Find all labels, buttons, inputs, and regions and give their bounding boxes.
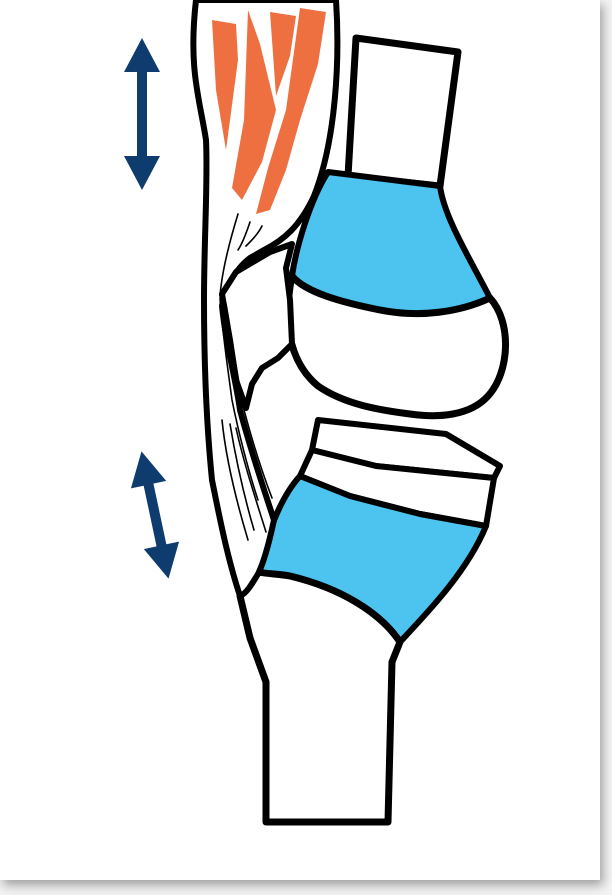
lower-double-arrow-icon <box>124 448 186 583</box>
upper-double-arrow-icon <box>124 38 160 190</box>
femur-shaft <box>348 38 458 186</box>
